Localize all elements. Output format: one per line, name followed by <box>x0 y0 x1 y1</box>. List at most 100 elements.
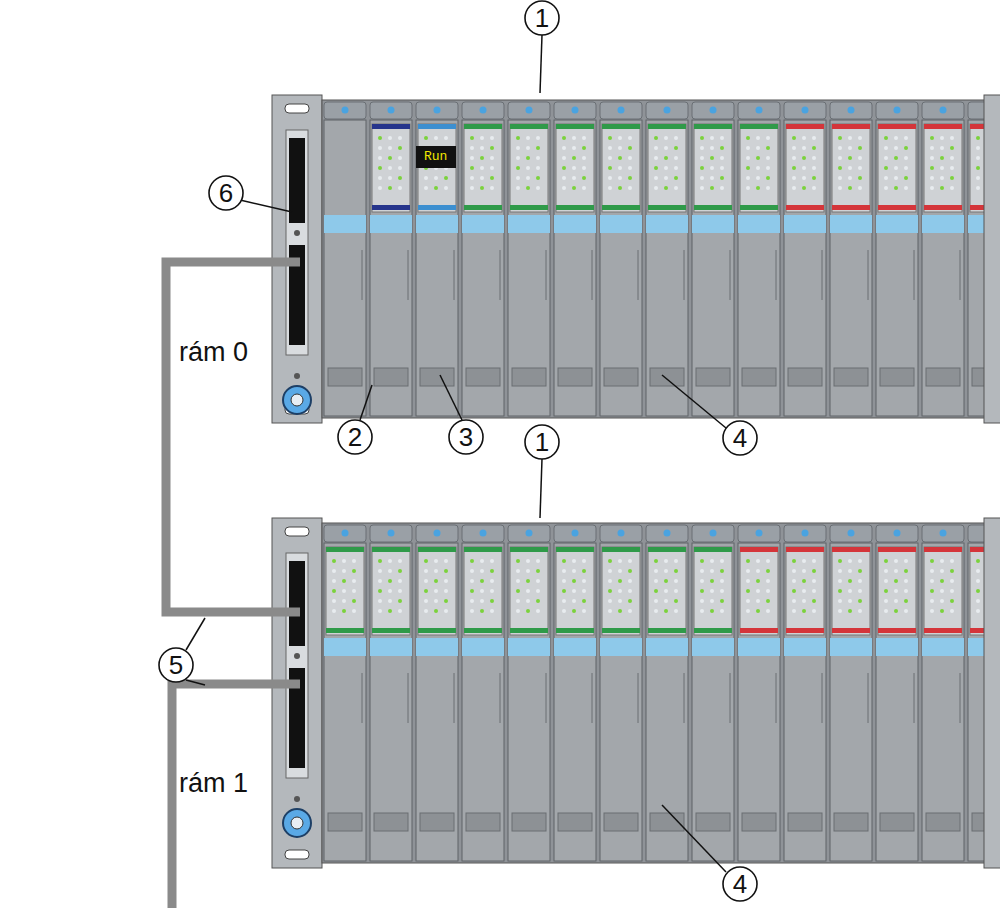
led <box>858 589 862 593</box>
led <box>332 609 336 613</box>
led <box>766 146 770 150</box>
led <box>894 176 898 180</box>
module-footer <box>878 628 916 633</box>
led <box>858 146 862 150</box>
leader-line <box>360 385 372 420</box>
module-face <box>464 547 502 635</box>
module-groove <box>500 250 501 300</box>
led <box>398 559 402 563</box>
led <box>628 589 632 593</box>
led <box>388 176 392 180</box>
led <box>480 176 484 180</box>
led <box>766 166 770 170</box>
led <box>720 599 724 603</box>
module-groove <box>914 673 915 723</box>
module-header <box>832 124 870 129</box>
led <box>792 146 796 150</box>
led <box>904 146 908 150</box>
led <box>664 589 668 593</box>
led <box>792 599 796 603</box>
led <box>756 579 760 583</box>
module-groove <box>454 673 455 723</box>
led <box>802 176 806 180</box>
status-display: Run <box>421 149 450 165</box>
led <box>976 589 980 593</box>
led <box>516 156 520 160</box>
led <box>894 599 898 603</box>
module-slot <box>650 368 684 386</box>
label-band <box>508 215 550 233</box>
module-header <box>372 547 410 552</box>
module-groove <box>776 673 777 723</box>
led <box>664 599 668 603</box>
callout-circle <box>449 420 483 454</box>
led <box>848 186 852 190</box>
led <box>802 609 806 613</box>
slot-dot <box>388 530 395 537</box>
led <box>664 146 668 150</box>
slot-dot <box>434 530 441 537</box>
bus-cable <box>166 262 300 612</box>
module-face <box>878 547 916 635</box>
module-groove <box>592 673 593 723</box>
led <box>720 589 724 593</box>
module-header <box>924 547 962 552</box>
label-band <box>922 215 964 233</box>
led <box>332 569 336 573</box>
led <box>766 569 770 573</box>
label-band <box>462 215 504 233</box>
led <box>884 146 888 150</box>
led <box>848 579 852 583</box>
led <box>700 156 704 160</box>
led <box>674 166 678 170</box>
led <box>792 569 796 573</box>
module-body <box>324 120 366 416</box>
module-body <box>370 120 412 416</box>
led <box>444 609 448 613</box>
module-slot <box>420 368 454 386</box>
module-body <box>462 543 504 861</box>
module-body <box>508 120 550 416</box>
module-tab <box>784 102 826 119</box>
module-slot <box>834 368 868 386</box>
led <box>838 186 842 190</box>
module-body <box>784 120 826 416</box>
led <box>756 559 760 563</box>
led <box>618 609 622 613</box>
led <box>792 136 796 140</box>
slot-dot <box>526 107 533 114</box>
led <box>434 186 438 190</box>
led <box>838 609 842 613</box>
module-body <box>830 543 872 861</box>
slot-dot <box>848 530 855 537</box>
module-tab <box>738 102 780 119</box>
module-body <box>646 543 688 861</box>
module-slot <box>328 813 362 831</box>
led <box>746 599 750 603</box>
led <box>628 156 632 160</box>
module-groove <box>546 250 547 300</box>
led <box>526 186 530 190</box>
led <box>812 186 816 190</box>
led <box>792 156 796 160</box>
led <box>930 609 934 613</box>
led <box>654 559 658 563</box>
led <box>388 579 392 583</box>
led <box>480 579 484 583</box>
led <box>490 559 494 563</box>
led <box>470 136 474 140</box>
module-footer <box>510 628 548 633</box>
led <box>536 166 540 170</box>
led <box>894 609 898 613</box>
led <box>444 186 448 190</box>
led <box>516 186 520 190</box>
led <box>582 589 586 593</box>
led <box>352 569 356 573</box>
led <box>342 609 346 613</box>
led <box>710 609 714 613</box>
module-footer <box>464 628 502 633</box>
led <box>434 599 438 603</box>
led <box>674 176 678 180</box>
led <box>756 599 760 603</box>
led <box>562 589 566 593</box>
